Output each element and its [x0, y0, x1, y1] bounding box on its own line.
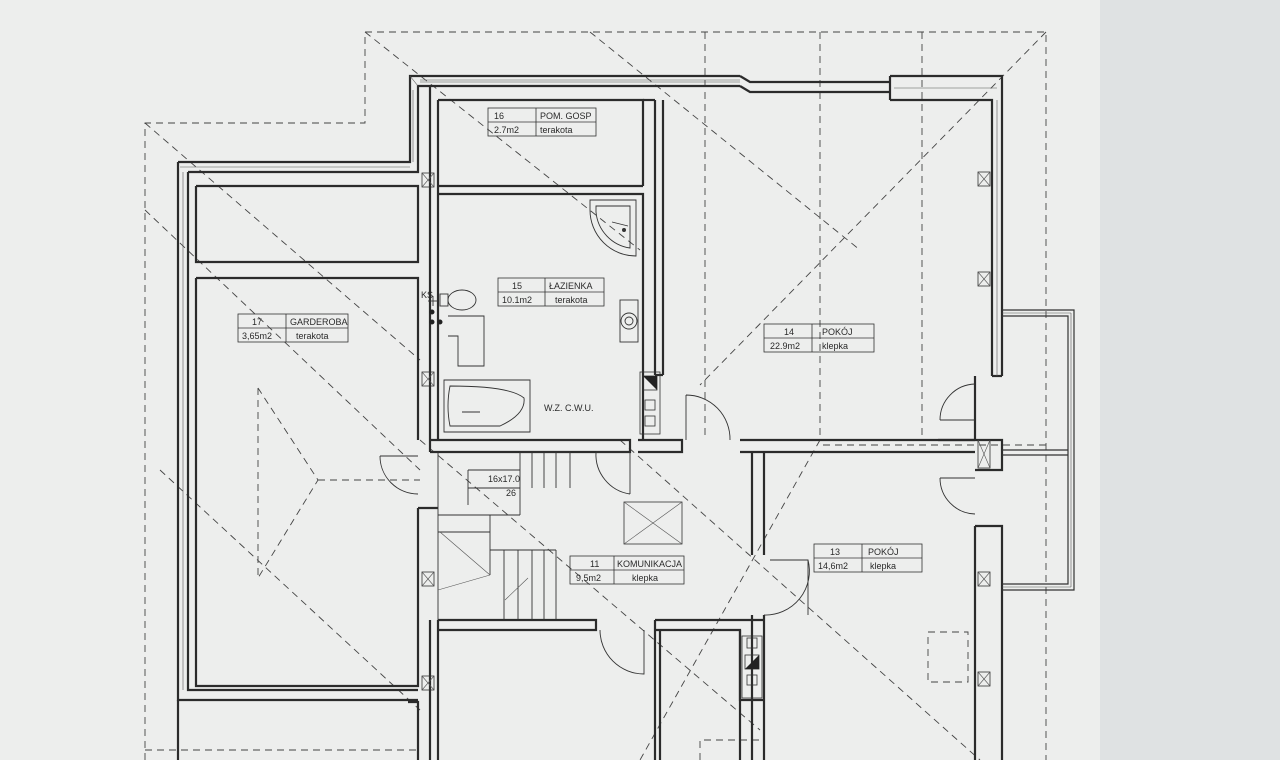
room-label-11: 11 KOMUNIKACJA 9,5m2 klepka [569, 555, 685, 585]
balcony [1002, 309, 1075, 591]
room-16-name: POM. GOSP [540, 111, 592, 121]
exterior-walls [176, 74, 1004, 760]
chimney-blocks [639, 371, 763, 699]
paper [0, 0, 1100, 760]
room-11-floor: klepka [632, 573, 658, 583]
room-13-name: POKÓJ [868, 547, 899, 557]
paper-edge [1100, 0, 1280, 760]
room-label-13: 13 POKÓJ 14,6m2 klepka [813, 543, 923, 573]
ks-label: KS [421, 290, 433, 300]
room-15-floor: terakota [555, 295, 588, 305]
bathroom-fixtures [428, 199, 639, 433]
room-15-number: 15 [512, 281, 522, 291]
room-17-floor: terakota [296, 331, 329, 341]
room-11-name: KOMUNIKACJA [617, 559, 682, 569]
room-label-17: 17 GARDEROBA 3,65m2 terakota [237, 313, 349, 343]
room-16-floor: terakota [540, 125, 573, 135]
room-11-area: 9,5m2 [576, 573, 601, 583]
room-14-number: 14 [784, 327, 794, 337]
room-17-number: 17 [252, 317, 262, 327]
room-17-name: GARDEROBA [290, 317, 348, 327]
room-label-15: 15 ŁAZIENKA 10.1m2 terakota [497, 277, 605, 307]
room-17-area: 3,65m2 [242, 331, 272, 341]
room-16-area: 2.7m2 [494, 125, 519, 135]
room-15-name: ŁAZIENKA [549, 281, 593, 291]
room-14-name: POKÓJ [822, 327, 853, 337]
room-14-area: 22.9m2 [770, 341, 800, 351]
room-13-floor: klepka [870, 561, 896, 571]
room-16-number: 16 [494, 111, 504, 121]
room-label-16: 16 POM. GOSP 2.7m2 terakota [487, 107, 597, 137]
window-markers [421, 171, 991, 691]
door-swings [379, 383, 976, 675]
staircase [437, 451, 571, 620]
room-label-14: 14 POKÓJ 22.9m2 klepka [763, 323, 875, 353]
stairs-step-count: 26 [506, 488, 516, 498]
roof-outline [144, 31, 1047, 760]
water-heater-label: W.Z. C.W.U. [544, 403, 594, 413]
room-15-area: 10.1m2 [502, 295, 532, 305]
stairs-dimension: 16x17.0 [488, 474, 520, 484]
room-14-floor: klepka [822, 341, 848, 351]
room-13-area: 14,6m2 [818, 561, 848, 571]
interior-walls [194, 86, 977, 760]
room-13-number: 13 [830, 547, 840, 557]
wall-hatching [180, 79, 998, 690]
room-11-number: 11 [590, 559, 599, 569]
